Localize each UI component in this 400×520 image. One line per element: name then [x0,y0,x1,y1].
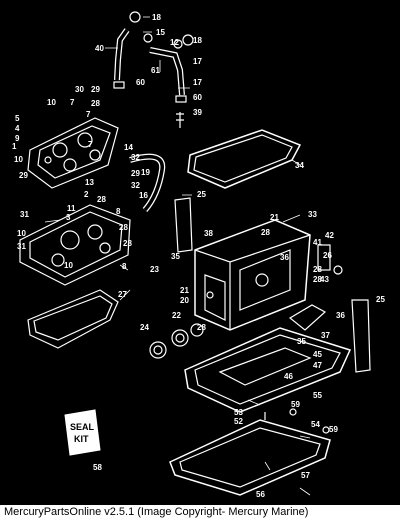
seal-kit-line2: KIT [74,434,89,444]
plate-35 [288,304,327,331]
callout-label: 11 [67,204,76,213]
callout-label: 7 [88,140,93,149]
callout-label: 18 [152,13,161,22]
callout-label: 18 [193,36,202,45]
callout-label: 10 [14,155,23,164]
callout-label: 36 [280,253,289,262]
callout-label: 10 [64,261,73,270]
callout-label: 42 [325,231,334,240]
callout-label: 26 [323,251,332,260]
callout-label: 31 [20,210,29,219]
callout-label: 32 [131,181,140,190]
callout-label: 25 [197,190,206,199]
callout-label: 28 [313,265,322,274]
callout-label: 35 [171,252,180,261]
seal-kit-box: SEAL KIT [64,409,101,456]
callout-label: 7 [70,98,75,107]
bottom-gasket-56 [169,419,331,496]
callout-label: 41 [313,238,322,247]
main-housing [194,219,311,331]
callout-label: 56 [256,490,265,499]
callout-label: 28 [119,223,128,232]
callout-label: 8 [122,262,127,271]
callout-label: 47 [313,361,322,370]
callout-label: 3 [66,213,71,222]
callout-label: 37 [321,331,330,340]
callout-label: 19 [141,168,150,177]
callout-label: 53 [234,408,243,417]
callout-label: 43 [320,275,329,284]
callout-label: 30 [75,85,84,94]
callout-label: 32 [131,153,140,162]
callout-label: 55 [313,391,322,400]
base-plate-55 [184,327,352,413]
exploded-parts-diagram: SEAL KIT 18 15 12 18 40 61 17 60 17 30 2… [12,11,386,499]
callout-label: 60 [136,78,145,87]
callout-label: 58 [93,463,102,472]
callout-label: 5 [15,114,20,123]
callout-label: 29 [19,171,28,180]
callout-label: 14 [124,143,133,152]
callout-label: 23 [150,265,159,274]
callout-label: 4 [15,124,20,133]
valve-plate-lower [19,204,131,286]
strip-part-25 [351,299,371,373]
callout-label: 10 [47,98,56,107]
callout-label: 40 [95,44,104,53]
callout-label: 21 [270,213,279,222]
callout-label: 57 [301,471,310,480]
callout-label: 15 [156,28,165,37]
callout-label: 33 [308,210,317,219]
callout-label: 1 [12,142,17,151]
callout-label: 16 [139,191,148,200]
callout-label: 28 [123,239,132,248]
callout-label: 25 [376,295,385,304]
callout-label: 17 [193,78,202,87]
callout-label: 59 [329,425,338,434]
callout-label: 29 [91,85,100,94]
seal-kit-line1: SEAL [70,422,95,432]
gasket-27 [27,289,119,349]
callout-label: 10 [17,229,26,238]
bracket-25 [174,197,193,253]
callout-label: 39 [193,108,202,117]
callout-label: 36 [336,311,345,320]
callout-label: 27 [118,290,127,299]
callout-label: 38 [204,229,213,238]
callout-label: 28 [261,228,270,237]
callout-label: 20 [180,296,189,305]
callout-label: 29 [131,169,140,178]
callout-label: 61 [151,66,160,75]
callout-label: 28 [313,275,322,284]
callout-label: 24 [140,323,149,332]
callout-label: 12 [170,38,179,47]
callout-label: 21 [180,286,189,295]
callout-label: 35 [297,337,306,346]
image-caption: MercuryPartsOnline v2.5.1 (Image Copyrig… [0,505,400,520]
callout-label: 13 [85,178,94,187]
seal-ring-22 [171,329,189,347]
callout-label: 8 [116,207,121,216]
callout-label: 22 [172,311,181,320]
callout-label: 7 [86,110,91,119]
callout-label: 46 [284,372,293,381]
callout-label: 54 [311,420,320,429]
callout-label: 45 [313,350,322,359]
callout-label: 59 [291,400,300,409]
callout-label: 28 [97,195,106,204]
cover-plate-upper [27,117,119,189]
callout-label: 31 [17,242,26,251]
callout-label: 28 [91,99,100,108]
callout-label: 28 [197,323,206,332]
callout-label: 34 [295,161,304,170]
seal-ring-24 [149,341,167,359]
callout-label: 9 [15,134,20,143]
callout-label: 17 [193,57,202,66]
callout-label: 60 [193,93,202,102]
callout-label: 2 [84,190,89,199]
callout-label: 52 [234,417,243,426]
